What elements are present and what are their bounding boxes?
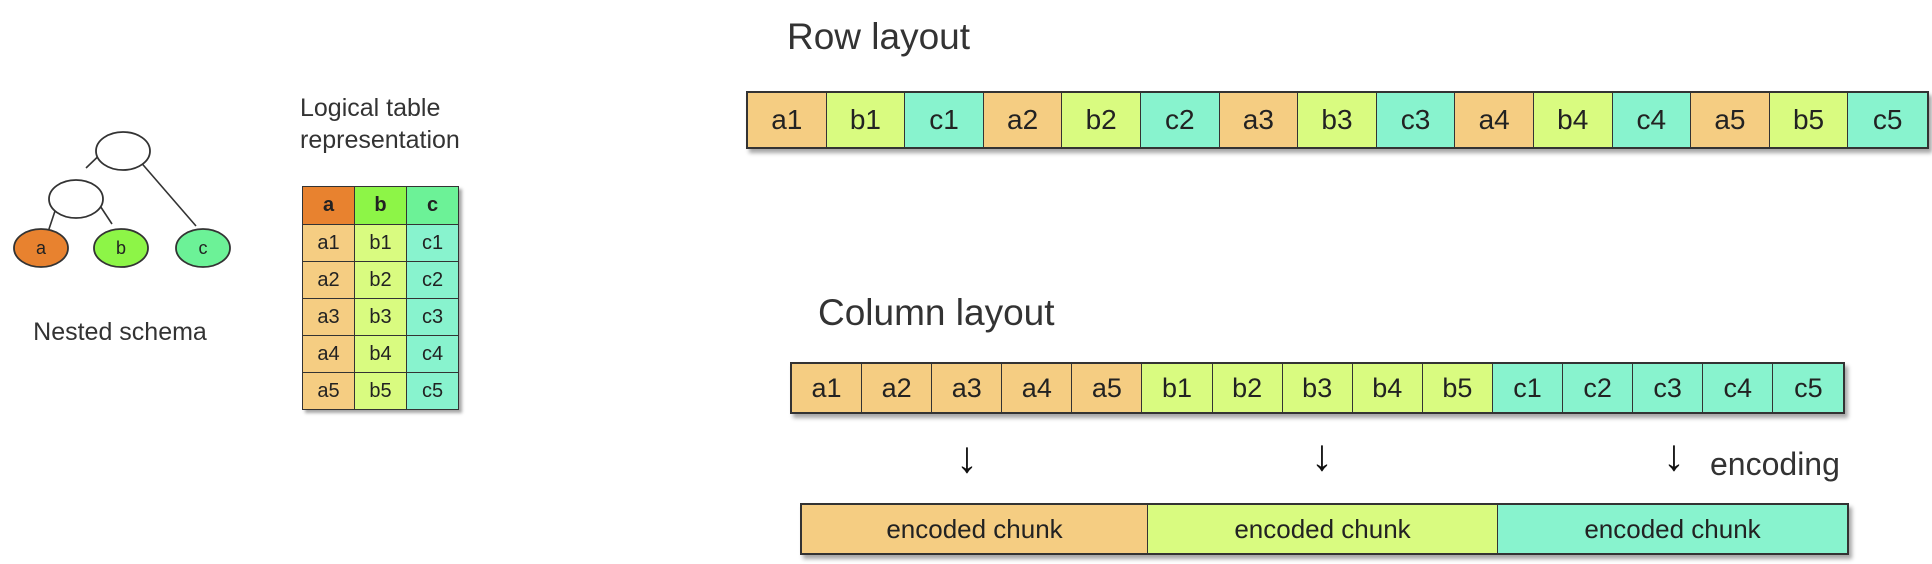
table-cell-b: b4 (354, 335, 407, 373)
column-layout-title: Column layout (818, 292, 1055, 333)
row-layout-cell: c4 (1612, 93, 1692, 147)
table-row: a1 b1 c1 (302, 224, 459, 262)
column-layout-cell: a1 (792, 364, 863, 412)
row-layout-cell: c5 (1848, 93, 1927, 147)
tree-inner-node (48, 179, 104, 219)
tree-leaf-b-label: b (116, 238, 126, 258)
column-layout-cell: c5 (1773, 364, 1844, 412)
table-cell-b: b3 (354, 298, 407, 336)
column-layout-cell: b2 (1212, 364, 1283, 412)
column-layout-cell: c4 (1703, 364, 1774, 412)
column-layout-cell: b4 (1352, 364, 1423, 412)
logical-table-caption: Logical table representation (300, 92, 460, 156)
row-layout-cell: a3 (1219, 93, 1299, 147)
header-cell-b: b (354, 186, 407, 225)
column-layout-cell: b5 (1422, 364, 1493, 412)
encoding-arrow-down-icon: ↓ (1311, 431, 1333, 480)
table-cell-b: b1 (354, 224, 407, 262)
table-cell-c: c3 (406, 298, 459, 336)
header-cell-a: a (302, 186, 355, 225)
row-layout-cell: c3 (1376, 93, 1456, 147)
row-layout-title: Row layout (787, 16, 971, 57)
tree-root-node (95, 131, 151, 171)
encoding-arrow-down-icon: ↓ (1663, 431, 1685, 480)
logical-table-caption-line2: representation (300, 126, 460, 154)
row-layout-cell: c2 (1140, 93, 1220, 147)
tree-leaf-c (175, 228, 231, 268)
table-cell-a: a1 (302, 224, 355, 262)
row-layout-cell: b2 (1062, 93, 1141, 147)
row-layout-cell: b5 (1769, 93, 1849, 147)
encoded-chunks-strip: encoded chunk encoded chunk encoded chun… (800, 503, 1849, 555)
table-cell-a: a2 (302, 261, 355, 299)
tree-leaf-c-label: c (199, 238, 208, 258)
column-layout-strip: a1 a2 a3 a4 a5 b1 b2 b3 b4 b5 c1 c2 c3 c… (790, 362, 1846, 414)
table-cell-b: b2 (354, 261, 407, 299)
table-row: a5 b5 c5 (302, 372, 459, 410)
logical-table: a b c a1 b1 c1 a2 b2 c2 a3 b3 c3 a4 b4 c… (302, 186, 459, 410)
table-cell-b: b5 (354, 372, 407, 410)
encoded-chunk: encoded chunk (1498, 505, 1847, 553)
tree-leaf-b (93, 228, 149, 268)
tree-leaf-a-label: a (36, 238, 47, 258)
tree-leaf-a (13, 228, 69, 268)
column-layout-cell: a2 (862, 364, 933, 412)
column-layout-cell: a4 (1002, 364, 1073, 412)
row-layout-cell: a1 (748, 93, 827, 147)
table-row: a3 b3 c3 (302, 298, 459, 336)
column-layout-cell: b3 (1282, 364, 1353, 412)
row-layout-cell: b3 (1298, 93, 1377, 147)
row-layout-cell: a2 (983, 93, 1063, 147)
column-layout-cell: c3 (1633, 364, 1704, 412)
encoded-chunk: encoded chunk (1148, 505, 1498, 553)
logical-table-header-row: a b c (302, 186, 459, 225)
table-cell-a: a5 (302, 372, 355, 410)
encoding-label: encoding (1710, 446, 1840, 482)
encoding-arrow-down-icon: ↓ (956, 433, 978, 482)
header-cell-c: c (406, 186, 459, 225)
row-layout-cell: a5 (1691, 93, 1770, 147)
column-layout-cell: c1 (1492, 364, 1564, 412)
table-row: a4 b4 c4 (302, 335, 459, 373)
column-layout-cell: a3 (932, 364, 1003, 412)
row-layout-cell: c1 (905, 93, 984, 147)
column-layout-cell: a5 (1072, 364, 1143, 412)
table-cell-c: c1 (406, 224, 459, 262)
tree-edge-root-c (137, 158, 197, 227)
table-cell-a: a3 (302, 298, 355, 336)
row-layout-cell: a4 (1455, 93, 1534, 147)
row-layout-cell: b4 (1533, 93, 1613, 147)
nested-schema-caption: Nested schema (33, 318, 207, 346)
nested-schema-tree: a b c (13, 131, 231, 268)
row-layout-strip: a1 b1 c1 a2 b2 c2 a3 b3 c3 a4 b4 c4 a5 b… (746, 91, 1929, 149)
table-cell-a: a4 (302, 335, 355, 373)
column-layout-cell: b1 (1142, 364, 1213, 412)
logical-table-caption-line1: Logical table (300, 94, 441, 122)
column-layout-cell: c2 (1563, 364, 1634, 412)
table-row: a2 b2 c2 (302, 261, 459, 299)
row-layout-cell: b1 (826, 93, 906, 147)
encoded-chunk: encoded chunk (802, 505, 1148, 553)
table-cell-c: c4 (406, 335, 459, 373)
table-cell-c: c2 (406, 261, 459, 299)
table-cell-c: c5 (406, 372, 459, 410)
